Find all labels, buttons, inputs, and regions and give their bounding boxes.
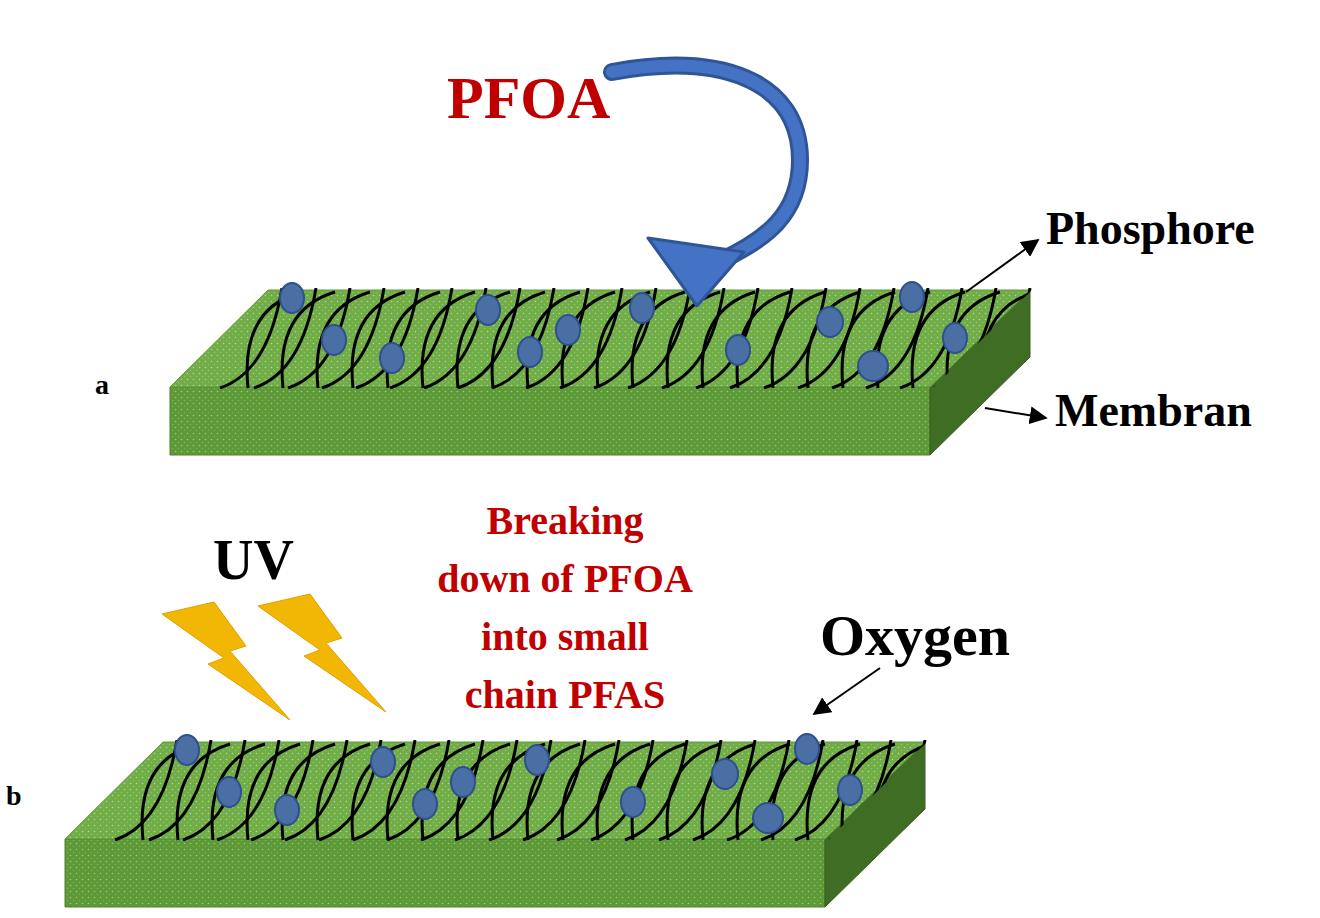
uv-label: UV <box>213 528 294 592</box>
pfoa-label: PFOA <box>447 64 610 133</box>
fiber-stroke <box>628 288 690 388</box>
fiber-stroke <box>594 288 656 388</box>
fiber-stroke <box>422 292 475 388</box>
part-label: Membran <box>1055 385 1252 438</box>
fiber-stroke <box>807 292 860 388</box>
fiber-stroke <box>982 292 1035 388</box>
leader-line <box>814 668 880 714</box>
membrane-slab <box>170 282 1064 455</box>
polymer-fibers <box>220 288 1064 388</box>
panel-letter: a <box>95 369 109 401</box>
leader-line <box>966 240 1038 292</box>
lightning-bolt <box>258 594 386 712</box>
fiber-stroke <box>832 288 894 388</box>
process-note: Breaking down of PFOA into small chain P… <box>435 492 695 724</box>
fiber-stroke <box>702 292 755 388</box>
fiber-stroke <box>492 288 554 388</box>
part-label: Oxygen <box>820 603 1010 670</box>
fiber-stroke <box>317 292 370 388</box>
fiber-stroke <box>764 288 826 388</box>
arrow-head <box>648 238 744 306</box>
slab-front <box>170 387 930 455</box>
fiber-stroke <box>842 292 895 388</box>
curved-arrow <box>612 66 800 262</box>
fiber-stroke <box>798 288 860 388</box>
panel-letter: b <box>6 780 22 812</box>
fiber-stroke <box>458 288 520 388</box>
fiber-stroke <box>457 292 510 388</box>
membrane-slab <box>65 734 959 907</box>
fiber-stroke <box>667 292 720 388</box>
curved-arrow <box>612 66 800 262</box>
phosphor-dots <box>280 282 967 381</box>
leader-line <box>985 408 1046 418</box>
fiber-stroke <box>772 292 825 388</box>
fiber-stroke <box>696 288 758 388</box>
lightning-bolt <box>162 602 290 720</box>
fiber-stroke <box>352 292 405 388</box>
part-label: Phosphore <box>1046 203 1255 256</box>
